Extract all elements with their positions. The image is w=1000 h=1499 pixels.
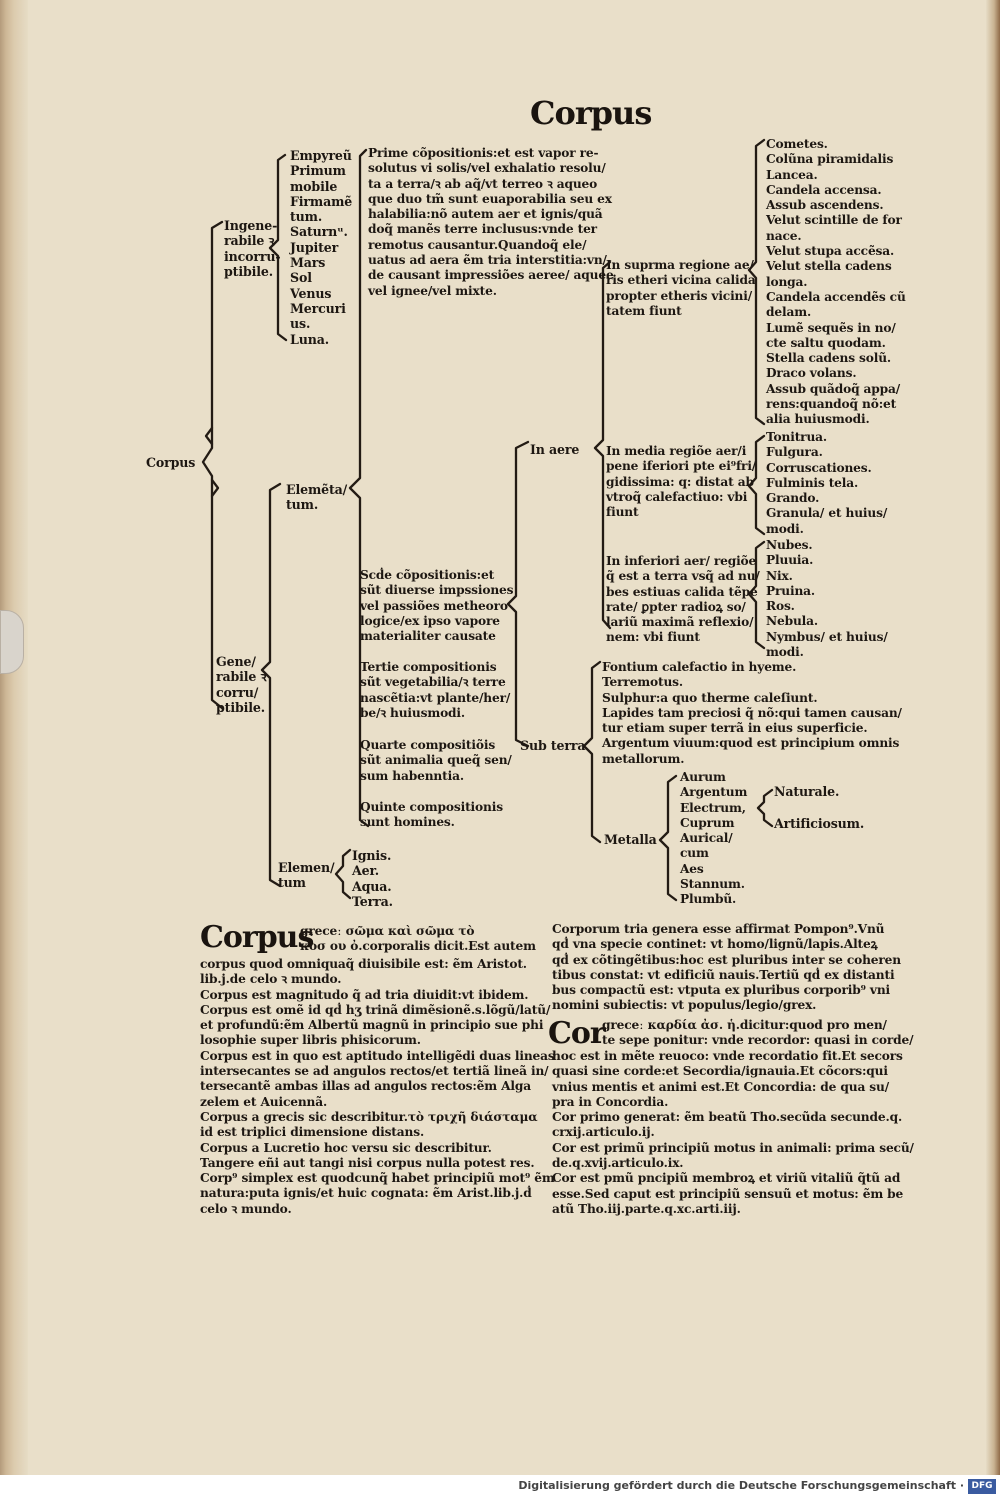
node-elements-list: Ignis. Aer. Aqua. Terra. — [352, 848, 393, 909]
digitization-footer: Digitalisierung gefördert durch die Deut… — [0, 1475, 1000, 1499]
node-quinte-compositionis: Quinte compositionis sunt homines. — [360, 800, 503, 830]
commentary-cor-greek: greceː καρδία ἀσ. ἡ.dicitur:quod pro men… — [602, 1018, 914, 1048]
brace-generabile — [260, 482, 282, 888]
node-quarte-compositionis: Quarte compositiõis sũt animalia queq̃ s… — [360, 738, 512, 783]
node-in-aere: In aere — [530, 442, 580, 457]
commentary-corpus-text: corpus quod omniquaq̃ diuisibile est: ẽm… — [200, 957, 555, 1216]
page-edge-right — [986, 0, 1000, 1475]
brace-inferiori — [747, 540, 766, 650]
brace-electrum — [756, 788, 774, 828]
node-media-regione: In media regiõe aer/i pene iferiori pte … — [606, 444, 757, 520]
node-suprema-list: Cometes. Colũna piramidalis Lancea. Cand… — [766, 137, 906, 427]
brace-subterra — [582, 660, 602, 844]
page-title: Corpus — [530, 94, 652, 132]
node-metalla-list: Aurum Argentum Electrum, Cuprum Aurical/… — [680, 770, 748, 907]
brace-media — [747, 434, 766, 536]
brace-heavens — [268, 153, 288, 342]
brace-aere — [593, 260, 612, 630]
book-clamp — [0, 610, 24, 674]
footer-credit: Digitalisierung gefördert durch die Deut… — [518, 1479, 964, 1492]
node-sub-terra-list: Fontium calefactio in hyeme. Terremotus.… — [602, 660, 902, 766]
brace-metalla — [658, 774, 678, 902]
node-heavens-list: Empyreũ Primum mobile Firmamẽ tum. Satur… — [290, 148, 353, 347]
node-metalla: Metalla — [604, 832, 657, 847]
node-media-list: Tonitrua. Fulgura. Corruscationes. Fulmi… — [766, 430, 888, 536]
node-elementum: Elemen/ tum — [278, 860, 335, 891]
commentary-corpus-greek: greceː σῶμα καὶ σῶμα τὸ κοσ ου ὀ.corpora… — [300, 924, 536, 954]
brace-elements — [334, 848, 352, 900]
commentary-corporum-text: Corporum tria genera esse affirmat Pompo… — [552, 922, 901, 1013]
dfg-logo-icon: DFG — [968, 1479, 996, 1494]
brace-secunde — [506, 440, 530, 748]
brace-compositions — [348, 148, 370, 828]
node-generabile: Gene/ rabile ꝛ corru/ ptibile. — [216, 654, 267, 715]
commentary-cor-heading: Cor — [548, 1016, 606, 1051]
brace-suprema — [747, 138, 766, 426]
node-ingenerabile: Ingene- rabile ꝛ incorru- ptibile. — [224, 218, 281, 279]
commentary-corpus-heading: Corpus — [200, 920, 314, 955]
node-artificiosum: Artificiosum. — [774, 816, 865, 831]
node-inferiori-regione: In inferiori aer/ regiõe q̃ est a terra … — [606, 554, 760, 645]
node-naturale: Naturale. — [774, 784, 840, 799]
node-prime-compositionis: Prime cõpositionis:et est vapor re- solu… — [368, 146, 614, 298]
node-tertie-compositionis: Tertie compositionis sũt vegetabilia/ꝛ t… — [360, 660, 511, 720]
brace-root-ornament — [204, 426, 220, 498]
page-edge-left — [0, 0, 28, 1475]
node-sub-terra: Sub terra — [520, 738, 586, 753]
node-elementatum: Elemẽta/ tum. — [286, 482, 348, 513]
node-inferiori-list: Nubes. Pluuia. Nix. Pruina. Ros. Nebula.… — [766, 538, 888, 660]
node-secunde-compositionis: Scḋe cõpositionis:et sũt diuerse impssio… — [360, 568, 514, 644]
node-suprema-regione: In suprma regione ae/ ris etheri vicina … — [606, 258, 756, 318]
commentary-cor-text: hoc est in mẽte reuoco: vnde recordatio … — [552, 1049, 914, 1216]
tree-root-corpus: Corpus — [146, 455, 196, 470]
brace-root — [201, 220, 224, 710]
